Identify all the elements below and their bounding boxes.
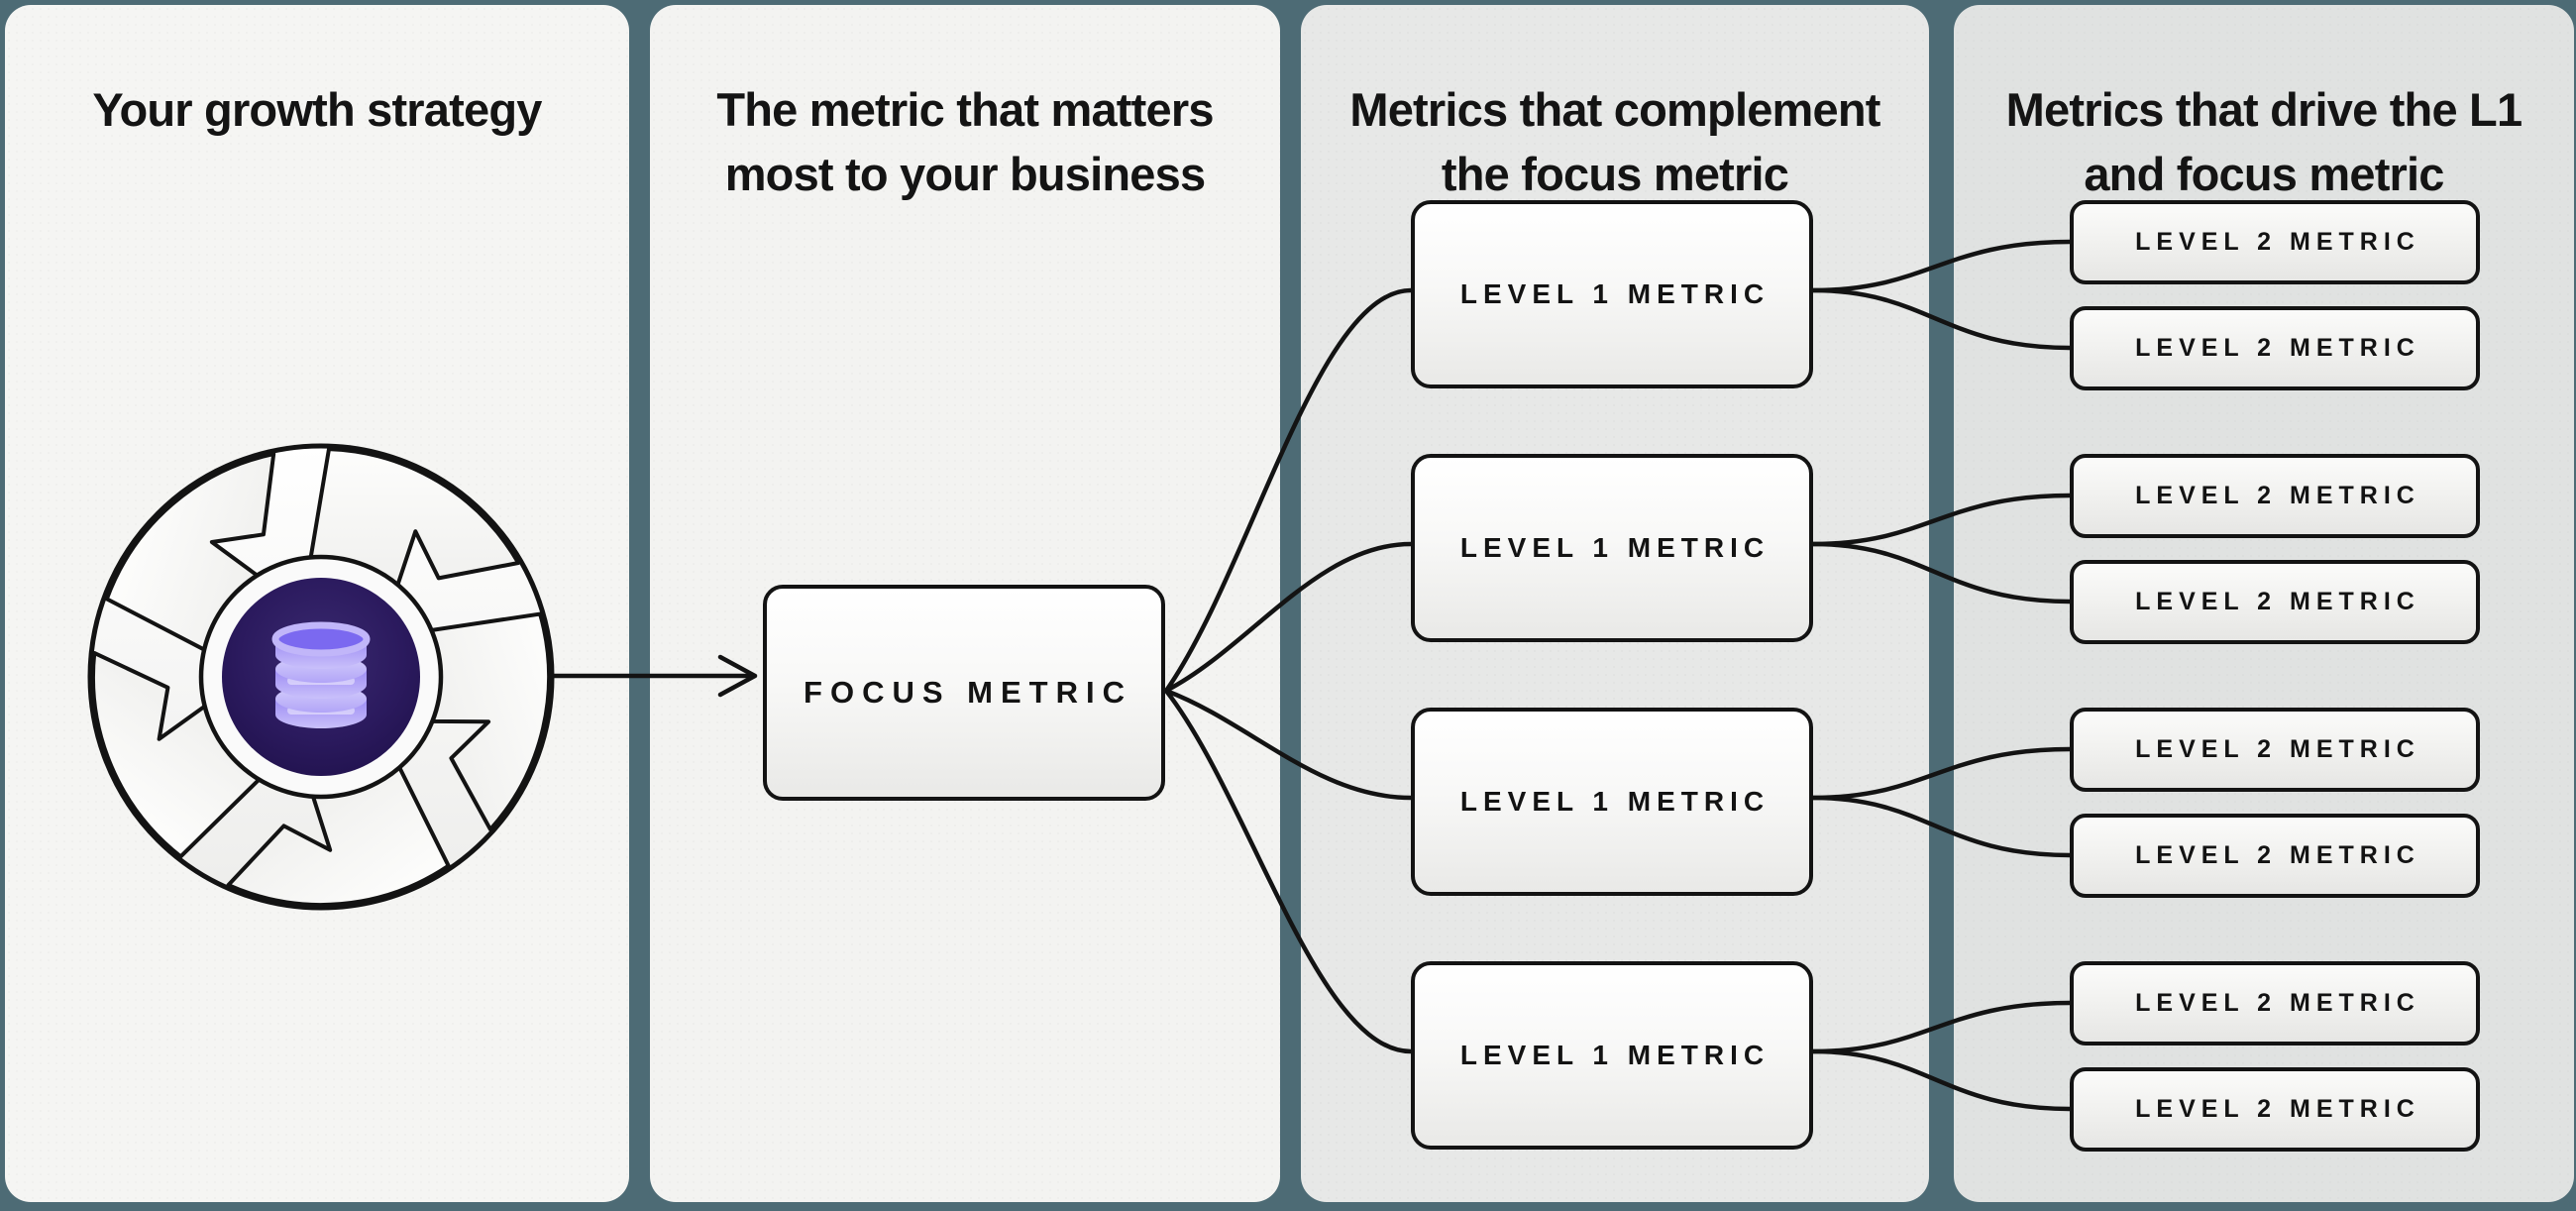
level1-metric-box: LEVEL 1 METRIC <box>1411 454 1813 642</box>
level2-metric-box: LEVEL 2 METRIC <box>2070 814 2480 898</box>
level2-metric-box: LEVEL 2 METRIC <box>2070 454 2480 538</box>
panel-title-line: The metric that matters <box>716 83 1214 136</box>
level2-metric-box: LEVEL 2 METRIC <box>2070 560 2480 644</box>
level2-metric-box: LEVEL 2 METRIC <box>2070 1067 2480 1152</box>
panel-title-line: and focus metric <box>2084 148 2444 200</box>
panel-title-level1-metrics: Metrics that complement the focus metric <box>1301 77 1929 206</box>
level2-metric-box: LEVEL 2 METRIC <box>2070 200 2480 284</box>
panel-growth-strategy: Your growth strategy <box>5 5 629 1202</box>
level2-metric-box: LEVEL 2 METRIC <box>2070 306 2480 390</box>
panel-title-line: Metrics that complement <box>1349 83 1880 136</box>
level1-metric-box: LEVEL 1 METRIC <box>1411 200 1813 388</box>
panel-title-line: most to your business <box>724 148 1206 200</box>
panel-title-level2-metrics: Metrics that drive the L1 and focus metri… <box>1954 77 2574 206</box>
level1-metric-box: LEVEL 1 METRIC <box>1411 961 1813 1150</box>
panel-title-growth-strategy: Your growth strategy <box>5 77 629 142</box>
level2-metric-box: LEVEL 2 METRIC <box>2070 961 2480 1046</box>
panel-title-focus-metric: The metric that matters most to your busi… <box>650 77 1280 206</box>
panel-title-line: Metrics that drive the L1 <box>2005 83 2522 136</box>
panel-title-line: the focus metric <box>1441 148 1789 200</box>
level1-metric-box: LEVEL 1 METRIC <box>1411 708 1813 896</box>
focus-metric-box: FOCUS METRIC <box>763 585 1165 801</box>
level2-metric-box: LEVEL 2 METRIC <box>2070 708 2480 792</box>
panel-title-line: Your growth strategy <box>92 83 542 136</box>
